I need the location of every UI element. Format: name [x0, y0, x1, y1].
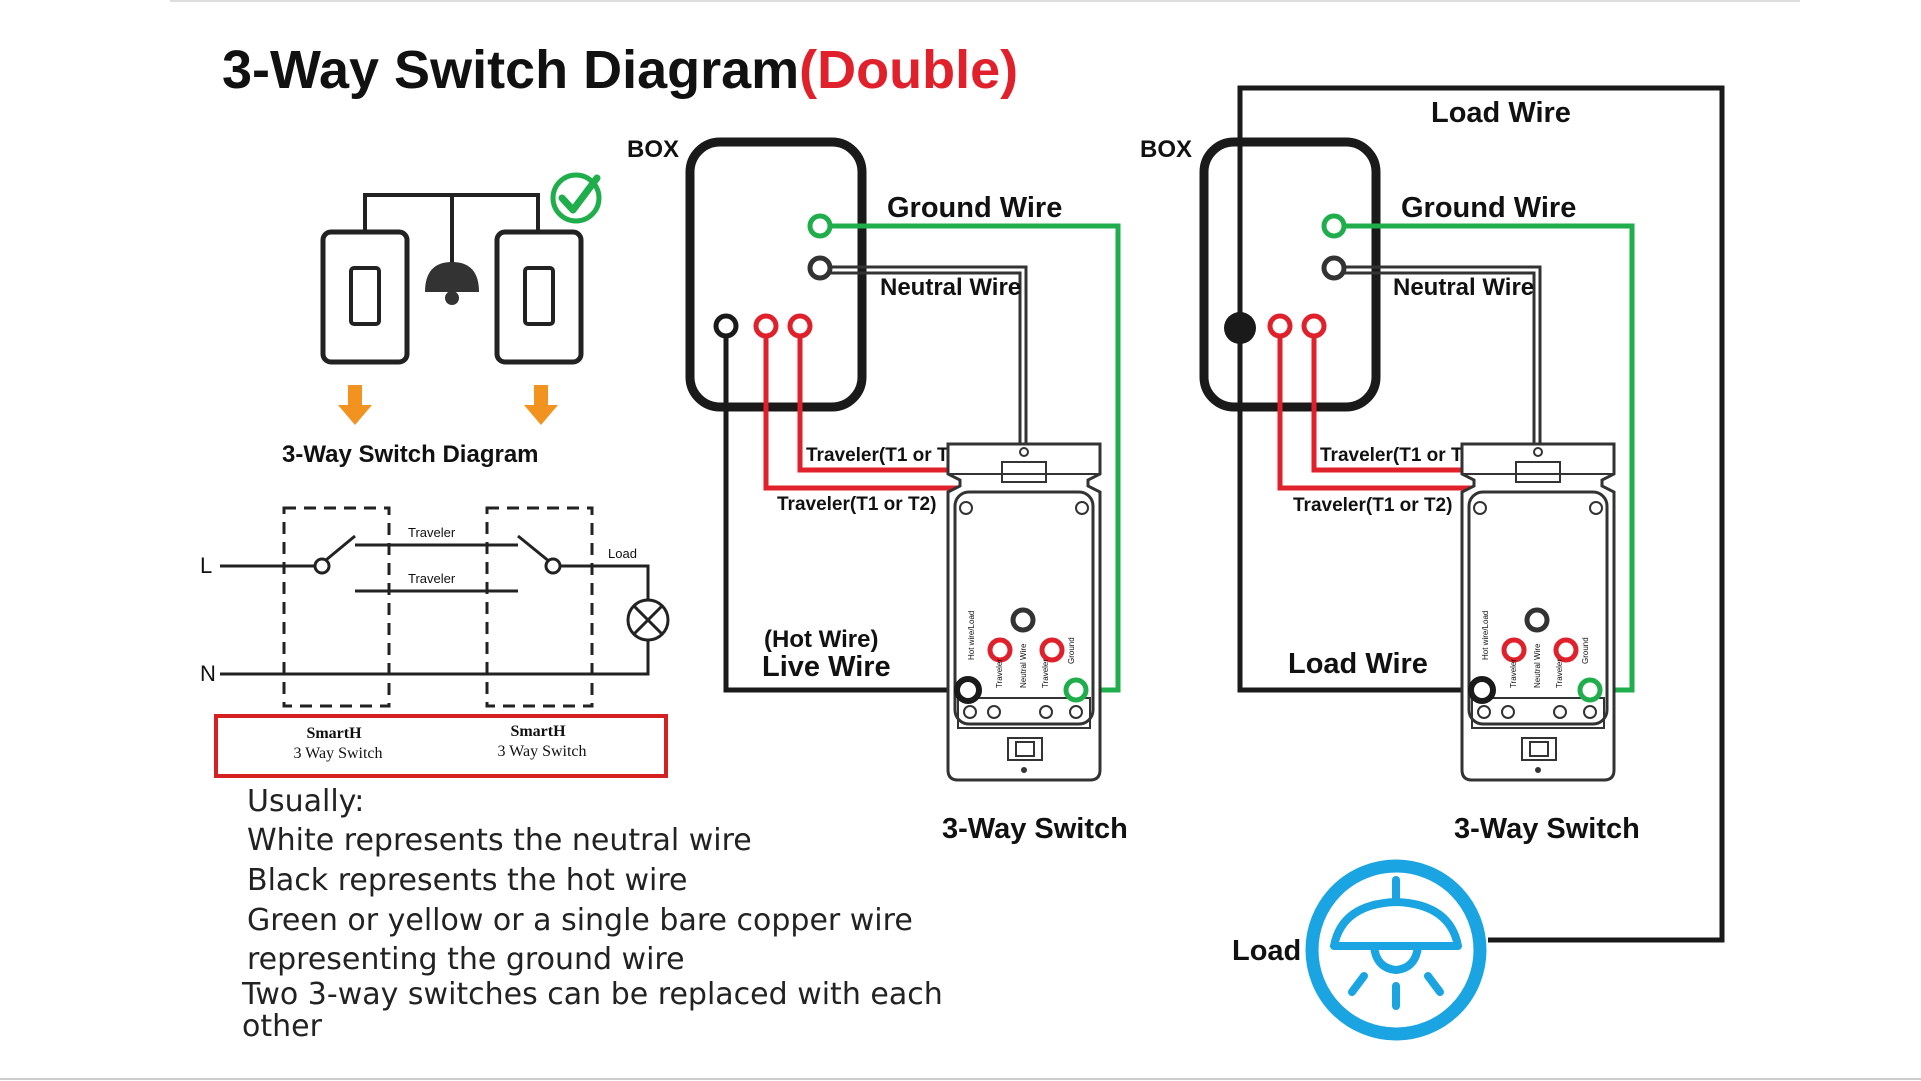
right-neutral-label: Neutral Wire — [1393, 274, 1534, 301]
schematic: L N Traveler Traveler Load SmartH 3 Way … — [200, 506, 670, 778]
right-device-traveler-terminal — [1553, 637, 1579, 663]
right-traveler-terminal — [1301, 313, 1327, 339]
switch1-type: 3 Way Switch — [293, 745, 382, 762]
right-terminal-label: Neutral Wire — [1533, 643, 1542, 688]
switch-name-box — [214, 714, 668, 778]
left-terminal-label: Traveler — [1041, 659, 1050, 688]
ceiling-lamp-icon — [1305, 859, 1487, 1041]
left-terminal-label: Hot wire/Load — [967, 611, 976, 660]
schematic-switch-box-2 — [485, 506, 594, 708]
load-label: Load — [1232, 935, 1301, 967]
switch-icon — [494, 229, 584, 365]
right-device-traveler-terminal — [1501, 637, 1527, 663]
notes: Usually: White represents the neutral wi… — [241, 784, 943, 1044]
switch2-brand: SmartH — [510, 723, 566, 740]
left-terminal-label: Ground — [1067, 637, 1076, 664]
notes-heading: Usually: — [247, 784, 364, 819]
check-icon — [550, 172, 602, 224]
left-neutral-label: Neutral Wire — [880, 274, 1021, 301]
left-traveler2-label: Traveler(T1 or T2) — [777, 494, 936, 515]
switch-icon — [320, 229, 410, 365]
left-device-traveler-terminal — [987, 637, 1013, 663]
right-traveler1-label: Traveler(T1 or T2) — [1320, 445, 1479, 466]
right-switch-device: Hot wire/Load Traveler Neutral Wire Trav… — [1460, 442, 1616, 782]
arrow-down-icon — [524, 385, 558, 425]
notes-line: Black represents the hot wire — [247, 863, 687, 898]
left-device-neutral-terminal — [1010, 607, 1036, 633]
right-terminal-label: Traveler — [1555, 659, 1564, 688]
right-ground-label: Ground Wire — [1401, 192, 1576, 224]
left-terminal-label: Neutral Wire — [1019, 643, 1028, 688]
left-traveler-terminal — [787, 313, 813, 339]
right-traveler-terminal — [1267, 313, 1293, 339]
mini-diagram: 3-Way Switch Diagram — [282, 172, 602, 468]
notes-line: Green or yellow or a single bare copper … — [247, 903, 913, 938]
left-switch-device: Hot wire/Load Traveler Neutral Wire Trav… — [946, 442, 1102, 782]
right-terminal-label: Traveler — [1509, 659, 1518, 688]
schematic-switch-box-1 — [282, 506, 391, 708]
lamp-icon — [425, 262, 479, 305]
title-main: 3-Way Switch Diagram — [222, 40, 799, 100]
schematic-l-label: L — [200, 553, 212, 578]
switch1-brand: SmartH — [306, 725, 362, 742]
page-title: 3-Way Switch Diagram(Double) — [222, 40, 1018, 100]
left-hot-terminal — [713, 313, 739, 339]
right-load-loop-wire — [1237, 85, 1725, 943]
left-live-label: Live Wire — [762, 651, 891, 683]
schematic-load-label: Load — [608, 546, 637, 561]
left-hot-label: (Hot Wire) — [764, 626, 878, 653]
left-device-traveler-terminal — [1039, 637, 1065, 663]
right-load-top-label: Load Wire — [1431, 97, 1571, 129]
right-ground-terminal — [1321, 213, 1347, 239]
title-accent: (Double) — [799, 40, 1018, 100]
arrow-down-icon — [338, 385, 372, 425]
right-device-load-terminal — [1468, 676, 1496, 704]
left-box-label: BOX — [627, 136, 679, 163]
left-traveler-terminal — [753, 313, 779, 339]
notes-line: representing the ground wire — [247, 942, 685, 977]
right-terminal-label: Hot wire/Load — [1481, 611, 1490, 660]
schematic-traveler-top: Traveler — [408, 525, 456, 540]
left-traveler1-label: Traveler(T1 or T2) — [806, 445, 965, 466]
schematic-traveler-bottom: Traveler — [408, 571, 456, 586]
notes-line: Two 3-way switches can be replaced with … — [241, 977, 943, 1012]
left-device-hot-terminal — [954, 676, 982, 704]
left-device-ground-terminal — [1063, 677, 1089, 703]
left-ground-label: Ground Wire — [887, 192, 1062, 224]
left-live-wire — [723, 326, 960, 693]
right-neutral-terminal — [1321, 255, 1347, 281]
right-load-wire — [1237, 326, 1474, 693]
switch2-type: 3 Way Switch — [497, 743, 586, 760]
left-neutral-terminal — [807, 255, 833, 281]
right-device-ground-terminal — [1577, 677, 1603, 703]
left-ground-terminal — [807, 213, 833, 239]
right-wiring: BOX Load Wire Ground Wire Neutral Wire T… — [1140, 85, 1725, 1041]
right-switch-label: 3-Way Switch — [1454, 813, 1640, 845]
notes-line: White represents the neutral wire — [247, 823, 752, 858]
left-terminal-label: Traveler — [995, 659, 1004, 688]
schematic-n-label: N — [200, 661, 216, 686]
left-wiring: BOX Ground Wire Neutral Wire Traveler(T1… — [627, 136, 1128, 845]
right-load-junction — [1224, 312, 1256, 344]
notes-line: other — [242, 1009, 323, 1044]
right-traveler2-label: Traveler(T1 or T2) — [1293, 495, 1452, 516]
right-load-wire-label: Load Wire — [1288, 648, 1428, 680]
right-box-label: BOX — [1140, 136, 1192, 163]
right-terminal-label: Ground — [1581, 637, 1590, 664]
right-device-neutral-terminal — [1524, 607, 1550, 633]
mini-caption: 3-Way Switch Diagram — [282, 441, 539, 468]
left-switch-label: 3-Way Switch — [942, 813, 1128, 845]
load-bulb-icon — [626, 598, 670, 642]
